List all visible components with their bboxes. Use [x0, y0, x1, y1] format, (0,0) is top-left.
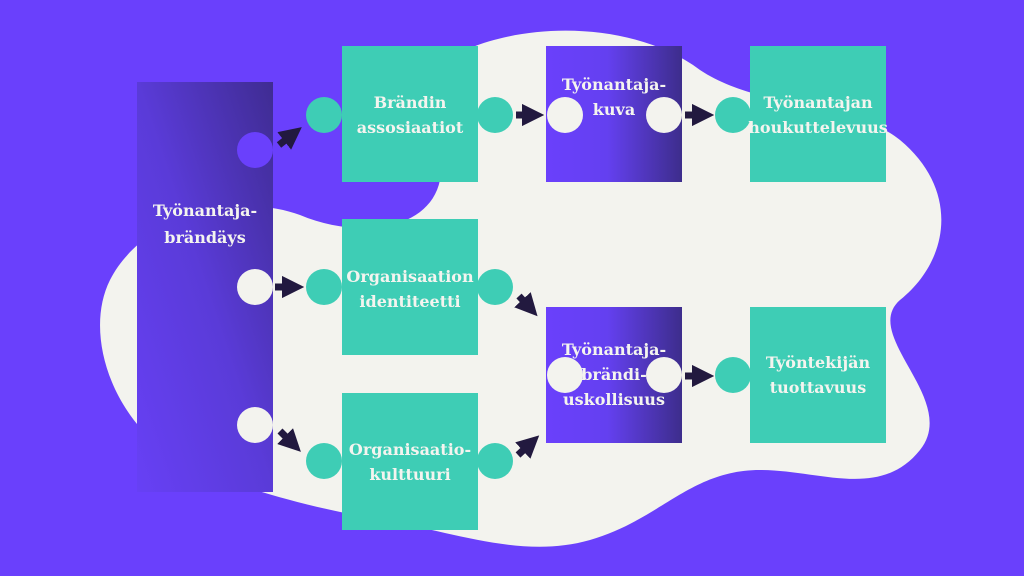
arrow-icon [277, 428, 301, 452]
node-org-culture: Organisaatio-kulttuuri [306, 393, 513, 530]
arrow-icon [515, 435, 540, 459]
arrow-icon [514, 292, 538, 317]
node-label: Työnantaja- [153, 201, 257, 220]
node-employer-branding: Työnantaja-brändäys [137, 82, 273, 492]
background-blob [100, 30, 942, 547]
arrows [275, 103, 715, 459]
node-brand-loyalty: Työnantaja-brändi-uskollisuus [546, 307, 682, 443]
arrow-icon [276, 127, 302, 150]
svg-text:Organisaatio-kulttuuri: Organisaatio-kulttuuri [349, 440, 471, 484]
svg-text:Työnantaja-brändäys: Työnantaja-brändäys [153, 201, 257, 247]
svg-text:Työnantaja-brändi-uskollisuus: Työnantaja-brändi-uskollisuus [562, 340, 666, 409]
node-employer-image: Työnantaja-kuva [546, 46, 682, 182]
svg-text:Työnantaja-kuva: Työnantaja-kuva [562, 75, 666, 119]
